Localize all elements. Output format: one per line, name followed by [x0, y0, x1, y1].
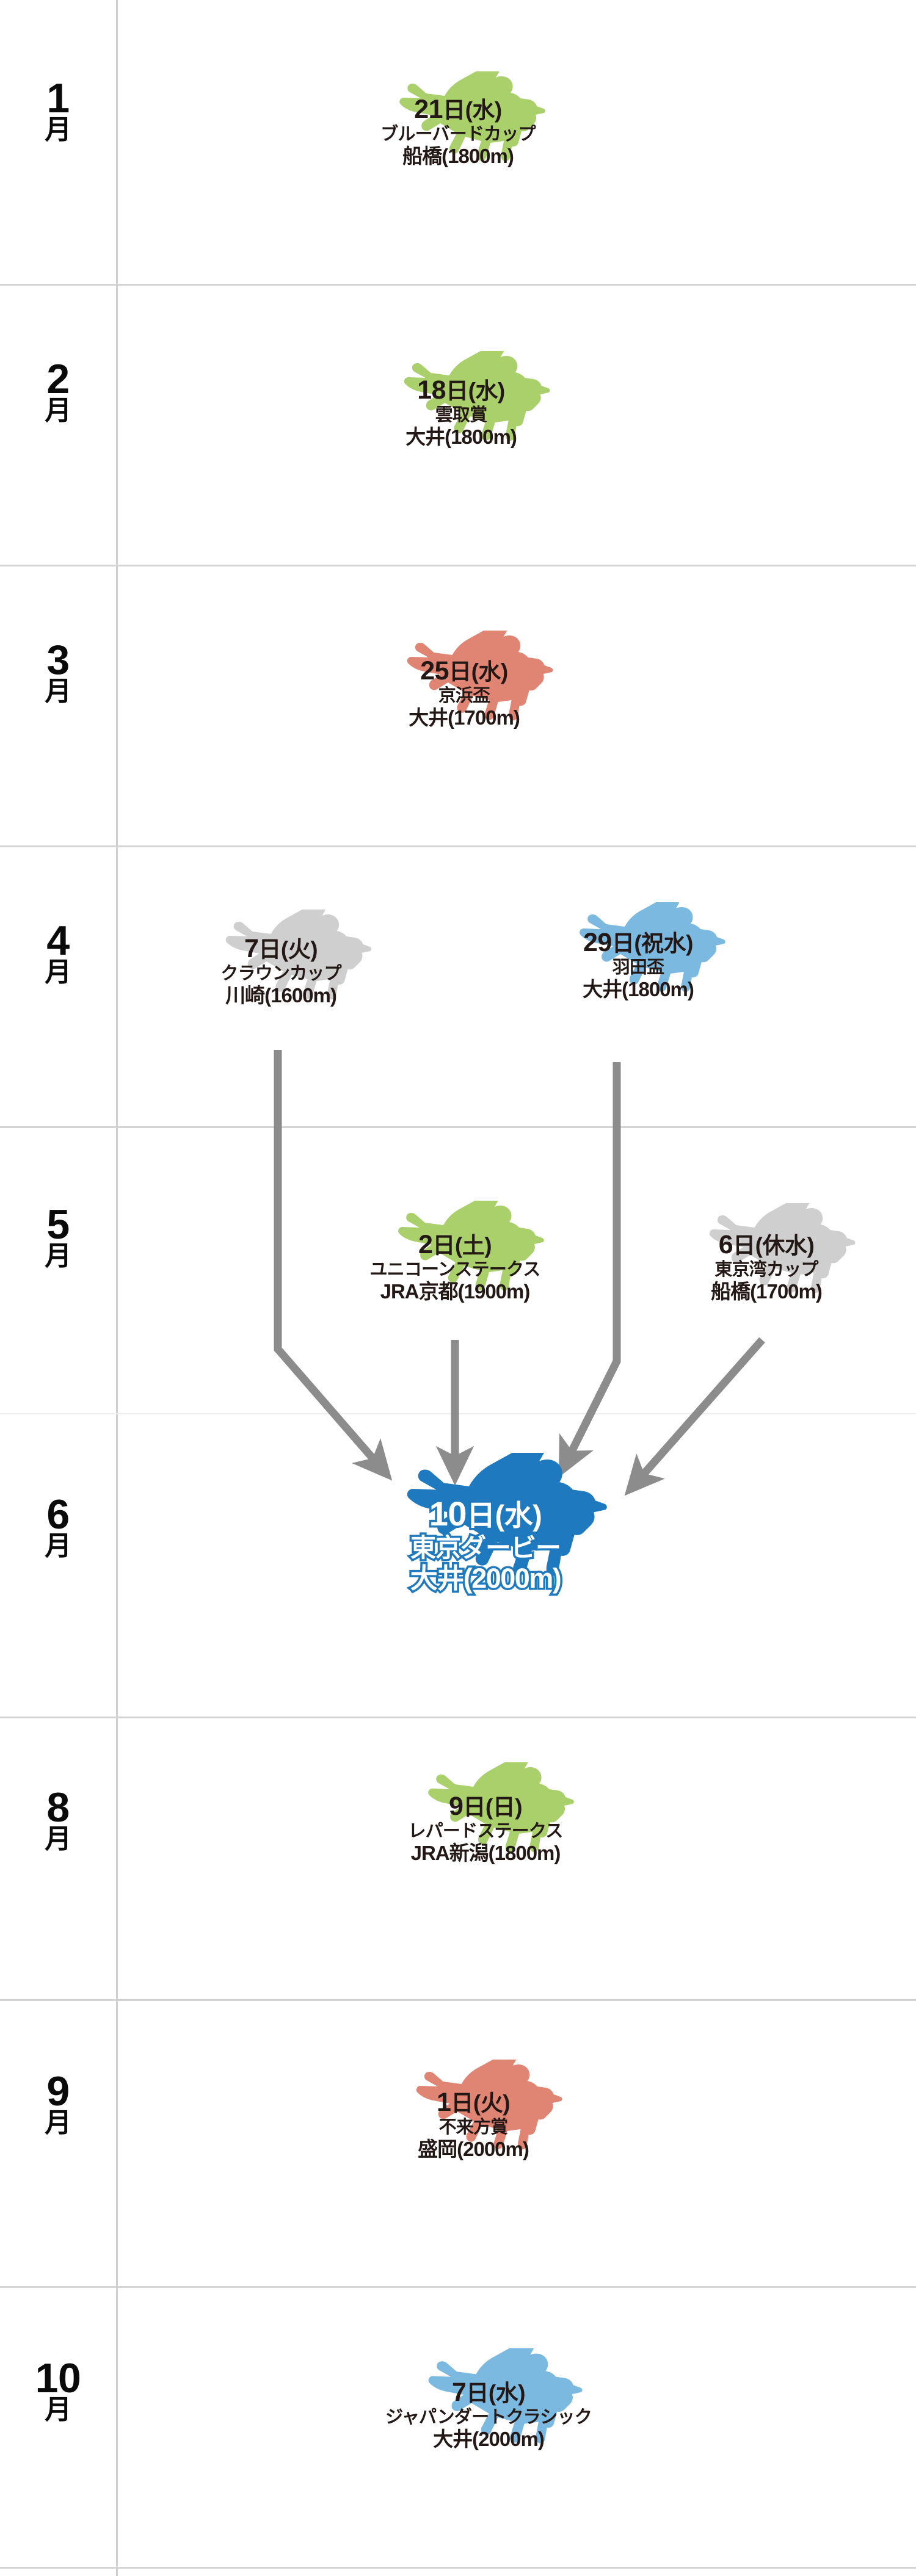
race-name: ユニコーンステークス: [369, 1260, 540, 1280]
month-number: 5: [46, 1201, 70, 1248]
race-entry-tokyo-derby[interactable]: 10日(水) 東京ダービー 大井(2000m): [407, 1453, 608, 1596]
race-date: 10日(水): [427, 1492, 544, 1535]
row-divider-4-5: [0, 1126, 916, 1128]
month-number: 1: [46, 75, 70, 121]
race-entry-kumotori-sho[interactable]: 18日(水) 雲取賞 大井(1800m): [404, 351, 550, 449]
race-entry-leopard-stakes[interactable]: 9日(日) レパードステークス JRA新潟(1800m): [408, 1762, 575, 1865]
arrow-haneda-hai-to-derby: [558, 1062, 621, 1478]
month-number: 8: [46, 1784, 70, 1831]
race-place: 大井(1700m): [409, 706, 520, 729]
month-kanji: 月: [45, 957, 71, 987]
arrow-tokyo-bay-cup-to-derby: [624, 1337, 765, 1496]
month-number: 2: [46, 356, 70, 402]
month-label-april: 4 月: [0, 917, 116, 987]
month-number: 3: [46, 637, 70, 683]
row-divider-2-3: [0, 565, 916, 566]
month-label-february: 2 月: [0, 356, 116, 425]
month-kanji: 月: [45, 2107, 71, 2138]
month-kanji: 月: [45, 676, 71, 706]
race-date: 7日(水): [451, 2378, 526, 2407]
month-label-october: 10 月: [0, 2355, 116, 2425]
race-entry-keihin-hai[interactable]: 25日(水) 京浜盃 大井(1700m): [407, 631, 553, 729]
race-name: 東京湾カップ: [714, 1260, 818, 1280]
month-number: 9: [46, 2068, 70, 2115]
race-entry-bluebird-cup[interactable]: 21日(水) ブルーバードカップ 船橋(1800m): [380, 71, 545, 168]
race-date: 21日(水): [414, 95, 502, 124]
month-number: 10: [35, 2355, 81, 2401]
row-divider-9-10: [0, 2286, 916, 2288]
race-date: 1日(火): [436, 2088, 511, 2117]
race-entry-fukozo-sho[interactable]: 1日(火) 不来方賞 盛岡(2000m): [416, 2060, 562, 2161]
race-date: 9日(日): [448, 1792, 523, 1821]
row-divider-bottom: [0, 2567, 916, 2569]
month-kanji: 月: [45, 1823, 71, 1854]
month-label-august: 8 月: [0, 1784, 116, 1854]
row-divider-8-9: [0, 1999, 916, 2001]
race-date: 29日(祝水): [583, 928, 693, 957]
month-kanji: 月: [45, 114, 71, 145]
month-number: 4: [46, 917, 70, 964]
race-place: JRA新潟(1800m): [410, 1842, 561, 1865]
race-place: 大井(1800m): [405, 425, 517, 449]
month-kanji: 月: [45, 1530, 71, 1561]
race-entry-japan-dirt-classic[interactable]: 7日(水) ジャパンダートクラシック 大井(2000m): [385, 2348, 592, 2451]
month-kanji: 月: [45, 1240, 71, 1271]
month-kanji: 月: [45, 395, 71, 425]
month-label-september: 9 月: [0, 2068, 116, 2138]
race-name: 東京ダービー: [408, 1531, 563, 1564]
race-name: 京浜盃: [438, 686, 490, 706]
race-place: 大井(2000m): [433, 2428, 545, 2451]
race-name: ブルーバードカップ: [380, 125, 536, 145]
race-entry-haneda-hai[interactable]: 29日(祝水) 羽田盃 大井(1800m): [580, 902, 725, 1001]
race-name: 不来方賞: [438, 2118, 509, 2138]
row-divider-3-4: [0, 845, 916, 847]
row-divider-5-6: [0, 1413, 916, 1414]
race-place: 船橋(1800m): [402, 145, 514, 168]
month-label-january: 1 月: [0, 75, 116, 145]
row-divider-6-8: [0, 1717, 916, 1718]
race-date: 25日(水): [420, 656, 508, 686]
race-place: 盛岡(2000m): [418, 2138, 529, 2161]
race-name: 雲取賞: [435, 405, 487, 425]
race-name: クラウンカップ: [220, 964, 341, 984]
race-place: 大井(2000m): [408, 1560, 564, 1596]
race-name: レパードステークス: [408, 1822, 564, 1842]
month-label-may: 5 月: [0, 1201, 116, 1271]
month-column-divider: [116, 0, 118, 2576]
month-number: 6: [46, 1491, 70, 1538]
race-name: 羽田盃: [612, 958, 664, 978]
race-entry-unicorn-stakes[interactable]: 2日(土) ユニコーンステークス JRA京都(1900m): [369, 1201, 544, 1303]
month-kanji: 月: [45, 2394, 71, 2425]
arrow-crown-cup-to-derby: [274, 1050, 393, 1481]
row-divider-1-2: [0, 284, 916, 286]
race-name: ジャパンダートクラシック: [385, 2408, 592, 2428]
race-date: 6日(休水): [718, 1230, 815, 1259]
race-date: 2日(土): [418, 1230, 492, 1259]
month-label-march: 3 月: [0, 637, 116, 706]
race-entry-crown-cup[interactable]: 7日(火) クラウンカップ 川崎(1600m): [220, 910, 371, 1007]
race-place: 大井(1800m): [583, 978, 694, 1001]
race-date: 7日(火): [244, 934, 318, 963]
month-label-june: 6 月: [0, 1491, 116, 1561]
race-place: 船橋(1700m): [711, 1280, 823, 1303]
race-entry-tokyo-bay-cup[interactable]: 6日(休水) 東京湾カップ 船橋(1700m): [709, 1203, 856, 1303]
race-date: 18日(水): [417, 375, 505, 405]
race-place: 川崎(1600m): [225, 984, 337, 1007]
race-place: JRA京都(1900m): [380, 1280, 531, 1303]
